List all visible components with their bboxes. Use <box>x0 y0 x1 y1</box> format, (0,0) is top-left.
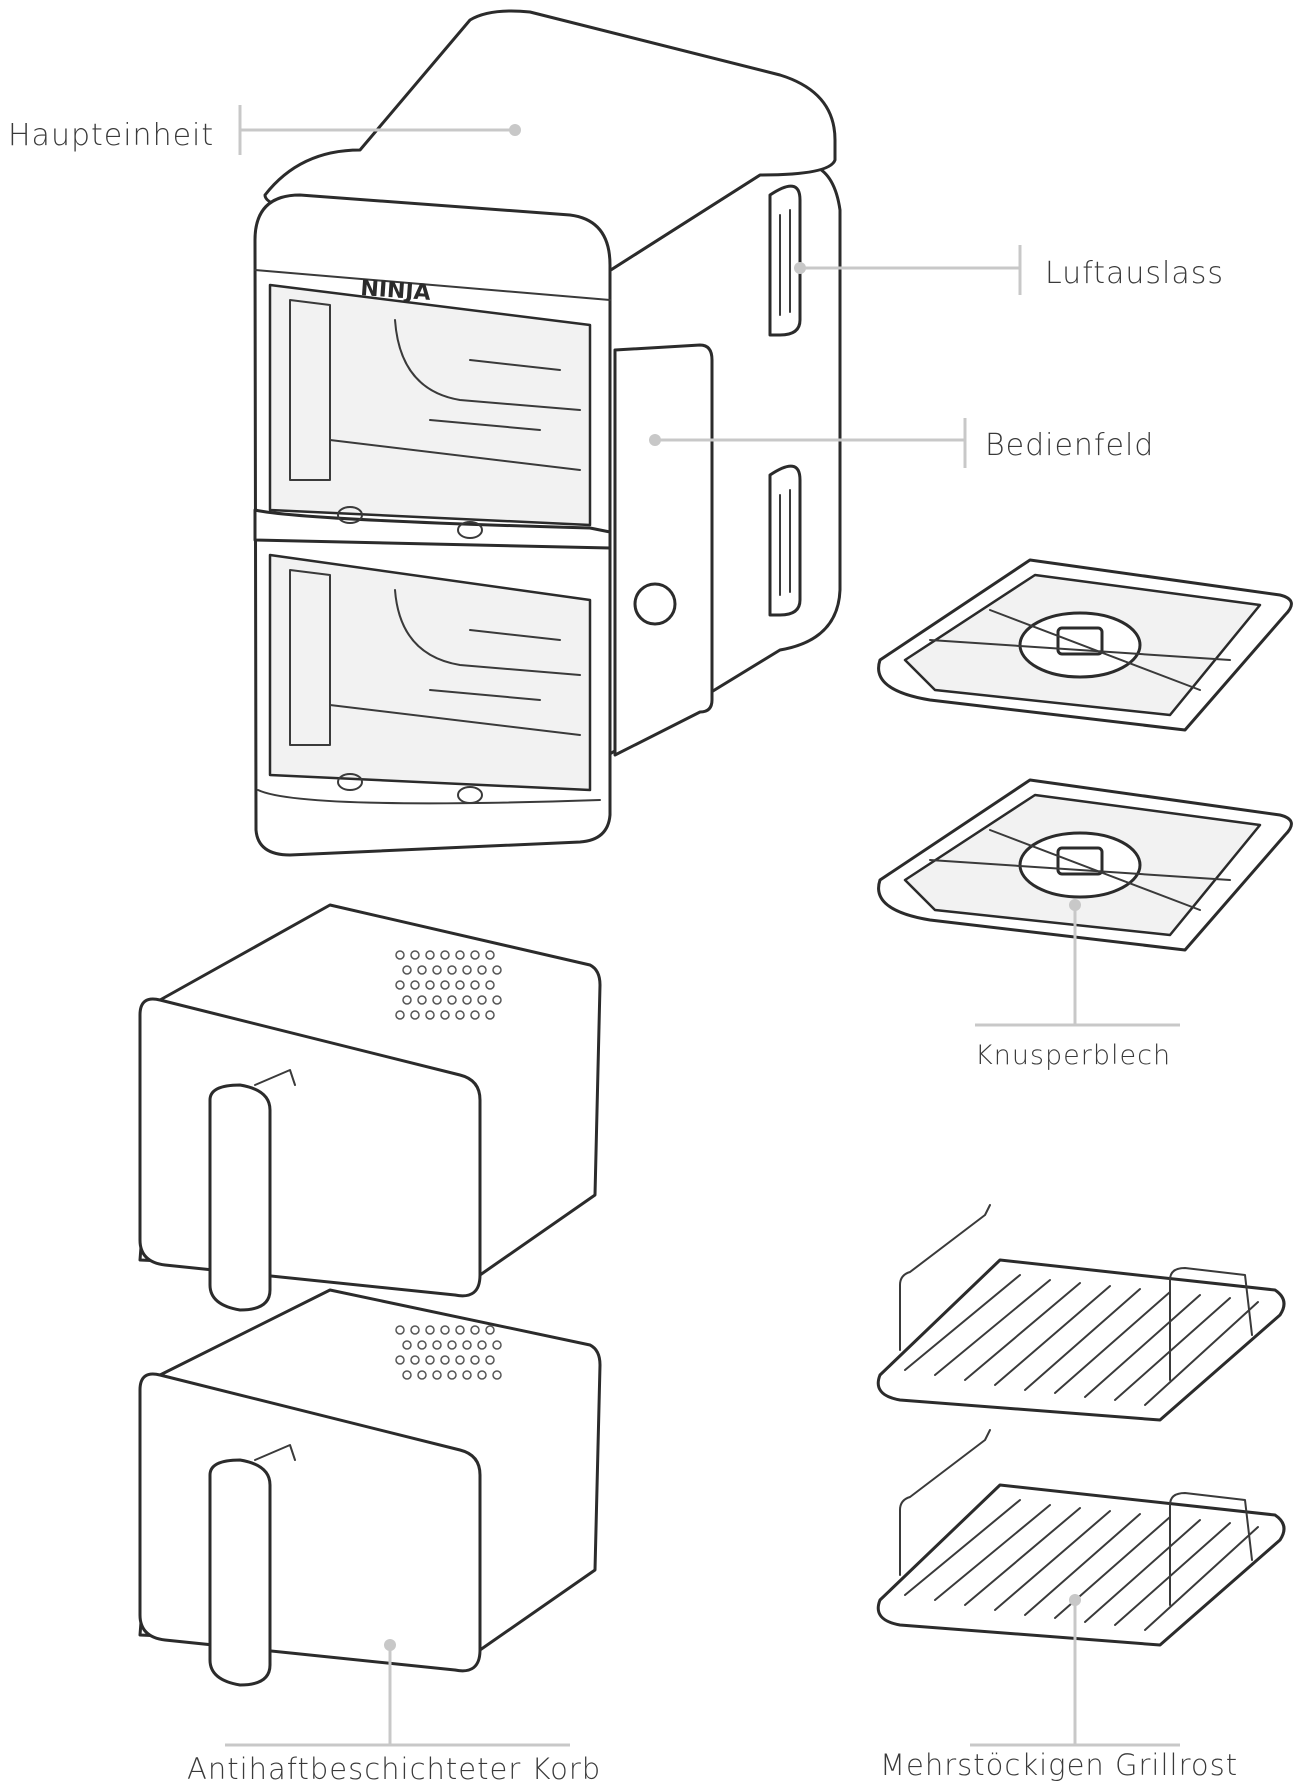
label-air-outlet: Luftauslass <box>1045 256 1225 291</box>
crisper-plate-bottom <box>877 778 1293 952</box>
label-crisper-plate: Knusperblech <box>975 1040 1172 1071</box>
main-unit-illustration: NINJA <box>253 9 842 857</box>
label-control-panel: Bedienfeld <box>985 428 1155 463</box>
label-basket: Antihaftbeschichteter Korb <box>187 1752 602 1786</box>
basket-top <box>138 903 602 1312</box>
crisper-plate-top <box>877 558 1293 732</box>
basket-bottom <box>138 1288 602 1687</box>
rack-top <box>876 1204 1286 1422</box>
label-main-unit: Haupteinheit <box>8 118 215 153</box>
label-rack: Mehrstöckigen Grillrost <box>880 1748 1239 1782</box>
leader-lines <box>225 105 1180 1747</box>
rack-bottom <box>876 1429 1286 1647</box>
